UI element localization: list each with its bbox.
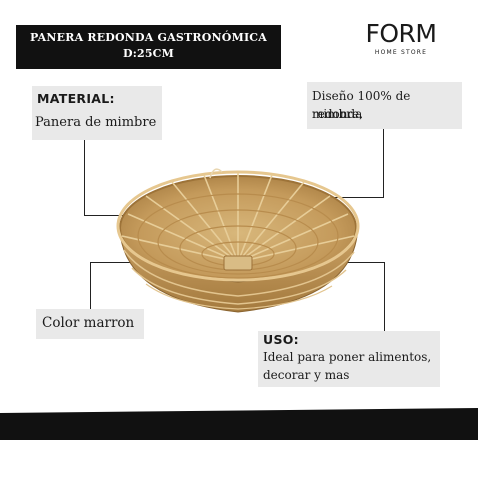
- color-connector-horizontal: [90, 262, 132, 263]
- brand-logo: FORM HOME STORE: [362, 19, 440, 57]
- color-connector-vertical: [90, 262, 91, 309]
- material-text: Panera de mimbre: [35, 115, 157, 130]
- usage-callout: USO: Ideal para poner alimentos, decorar…: [258, 331, 440, 387]
- design-callout: Diseño 100% de mimbre, redonda: [307, 82, 462, 129]
- color-callout: Color marron: [36, 309, 144, 339]
- material-callout: MATERIAL: Panera de mimbre: [32, 86, 162, 140]
- material-connector-vertical: [84, 140, 85, 216]
- material-connector-horizontal: [84, 215, 126, 216]
- usage-text-line-2: decorar y mas: [263, 368, 350, 382]
- design-text-line-2: redonda: [312, 107, 363, 121]
- color-text: Color marron: [42, 315, 135, 331]
- usage-text-line-1: Ideal para poner alimentos,: [263, 350, 432, 364]
- brand-subtitle: HOME STORE: [374, 49, 428, 56]
- product-title-line-1: PANERA REDONDA GASTRONÓMICA: [30, 31, 267, 44]
- design-connector-horizontal: [320, 197, 384, 198]
- usage-connector-vertical: [384, 262, 385, 331]
- usage-connector-horizontal: [340, 262, 385, 263]
- design-connector-vertical: [383, 129, 384, 198]
- usage-heading: USO:: [263, 332, 299, 347]
- brand-name: FORM: [365, 19, 438, 48]
- product-title-line-2: D:25CM: [122, 47, 175, 60]
- product-title: PANERA REDONDA GASTRONÓMICA D:25CM: [16, 25, 281, 69]
- material-heading: MATERIAL:: [37, 91, 115, 106]
- design-text-line-1: Diseño 100% de mimbre,: [312, 89, 411, 121]
